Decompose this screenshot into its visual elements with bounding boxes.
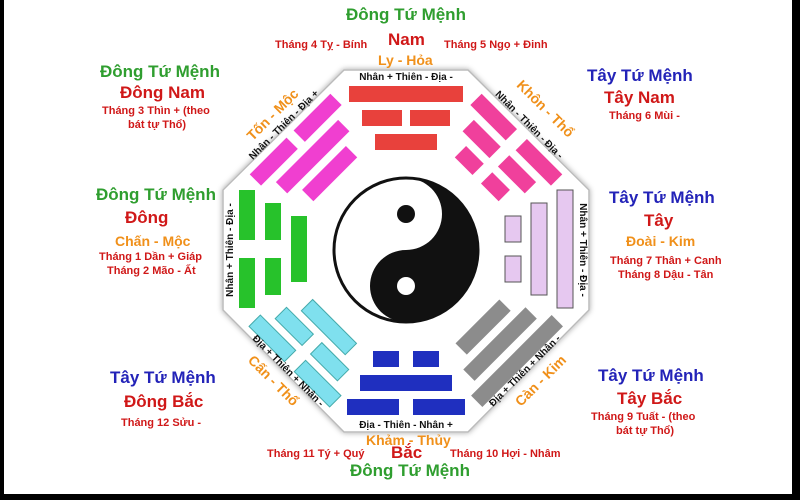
chan-col-1a bbox=[239, 190, 255, 240]
trigram-northwest-can bbox=[455, 299, 563, 407]
west-month-1: Tháng 7 Thân + Canh bbox=[610, 255, 722, 267]
li-line-2b bbox=[410, 110, 450, 126]
gen-line-2b bbox=[309, 341, 350, 382]
trigram-north-kham bbox=[347, 351, 465, 415]
southwest-month: Tháng 6 Mùi - bbox=[609, 110, 680, 122]
can-line-1 bbox=[471, 315, 563, 407]
khon-line-1a bbox=[470, 93, 518, 141]
west-month-2: Tháng 8 Dậu - Tân bbox=[618, 269, 714, 281]
gen-line-1b bbox=[293, 359, 342, 408]
doai-col-3b bbox=[504, 255, 522, 283]
trigram-west-doai bbox=[504, 189, 574, 309]
can-line-3 bbox=[455, 299, 511, 355]
south-trigram-label: Nhân + Thiên - Địa - bbox=[359, 72, 453, 83]
trigram-northeast-gen bbox=[248, 298, 358, 408]
east-element: Chấn - Mộc bbox=[115, 233, 191, 249]
southwest-menh-title: Tây Tứ Mệnh bbox=[587, 66, 693, 85]
trigram-east-chan bbox=[239, 190, 307, 308]
gen-line-2a bbox=[274, 306, 315, 347]
doai-col-1 bbox=[556, 189, 574, 309]
northeast-direction: Đông Bắc bbox=[124, 392, 204, 411]
chan-col-2a bbox=[265, 203, 281, 240]
ton-line-2 bbox=[275, 119, 350, 194]
gen-line-1a bbox=[248, 314, 297, 363]
south-element: Ly - Hỏa bbox=[378, 52, 433, 68]
khon-line-2a bbox=[462, 119, 501, 159]
southeast-menh-title: Đông Tứ Mệnh bbox=[100, 62, 220, 81]
east-direction: Đông bbox=[125, 208, 169, 227]
trigram-southeast-ton bbox=[249, 93, 358, 202]
yin-yang-symbol bbox=[332, 176, 480, 324]
kham-line-2 bbox=[360, 375, 452, 391]
can-line-2 bbox=[463, 307, 537, 381]
east-month-1: Tháng 1 Dần + Giáp bbox=[99, 251, 202, 263]
gen-line-3 bbox=[300, 298, 358, 356]
ton-line-1b bbox=[293, 93, 342, 142]
west-element: Đoài - Kim bbox=[626, 233, 696, 249]
southeast-direction: Đông Nam bbox=[120, 83, 205, 102]
south-direction: Nam bbox=[388, 30, 425, 49]
south-month-left: Tháng 4 Tỵ - Bính bbox=[275, 39, 368, 51]
trigram-southwest-khon bbox=[454, 93, 563, 202]
khon-line-2b bbox=[497, 155, 537, 194]
khon-line-1b bbox=[515, 138, 563, 186]
southeast-month-1: Tháng 3 Thìn + (theo bbox=[102, 105, 210, 117]
north-month-right: Tháng 10 Hợi - Nhâm bbox=[450, 448, 561, 460]
south-menh-title: Đông Tứ Mệnh bbox=[346, 5, 466, 24]
kham-line-3b bbox=[413, 351, 439, 367]
north-trigram-label: Địa - Thiên - Nhân + bbox=[359, 420, 453, 431]
doai-col-3a bbox=[504, 215, 522, 243]
chan-col-2b bbox=[265, 258, 281, 295]
chan-col-3 bbox=[291, 216, 307, 282]
north-month-left: Tháng 11 Tý + Quý bbox=[267, 448, 365, 460]
north-direction: Bắc bbox=[391, 443, 423, 462]
west-direction: Tây bbox=[644, 211, 674, 230]
east-trigram-label: Nhân + Thiên - Địa - bbox=[225, 203, 236, 297]
east-menh-title: Đông Tứ Mệnh bbox=[96, 185, 216, 204]
kham-line-1a bbox=[347, 399, 399, 415]
north-menh-title: Đông Tứ Mệnh bbox=[350, 461, 470, 480]
li-line-1 bbox=[349, 86, 463, 102]
kham-line-1b bbox=[413, 399, 465, 415]
southeast-month-2: bát tự Thổ) bbox=[128, 119, 187, 131]
khon-line-3a bbox=[454, 146, 484, 176]
northwest-menh-title: Tây Tứ Mệnh bbox=[598, 366, 704, 385]
li-line-3 bbox=[375, 134, 437, 150]
khon-line-3b bbox=[480, 172, 510, 202]
northwest-month-2: bát tự Thổ) bbox=[616, 425, 675, 437]
west-menh-title: Tây Tứ Mệnh bbox=[609, 188, 715, 207]
chan-col-1b bbox=[239, 258, 255, 308]
northeast-menh-title: Tây Tứ Mệnh bbox=[110, 368, 216, 387]
li-line-2a bbox=[362, 110, 402, 126]
south-month-right: Tháng 5 Ngọ + Đinh bbox=[444, 39, 548, 51]
bagua-octagon: Nhân + Thiên - Địa - Địa - Thiên - Nhân … bbox=[222, 69, 590, 433]
northwest-direction: Tây Bắc bbox=[617, 389, 683, 408]
northeast-month: Tháng 12 Sửu - bbox=[121, 417, 202, 429]
southwest-direction: Tây Nam bbox=[604, 88, 675, 107]
kham-line-3a bbox=[373, 351, 399, 367]
doai-col-2 bbox=[530, 202, 548, 296]
bagua-diagram-frame: Nhân + Thiên - Địa - Địa - Thiên - Nhân … bbox=[4, 0, 792, 494]
ton-line-3 bbox=[302, 146, 358, 202]
trigram-south-li bbox=[349, 86, 463, 150]
northwest-month-1: Tháng 9 Tuất - (theo bbox=[591, 411, 696, 423]
east-month-2: Tháng 2 Mão - Ất bbox=[107, 265, 196, 277]
west-trigram-label: Nhân + Thiên - Địa - bbox=[577, 203, 588, 297]
north-element: Khảm - Thủy bbox=[366, 432, 451, 448]
ton-line-1a bbox=[249, 137, 298, 186]
